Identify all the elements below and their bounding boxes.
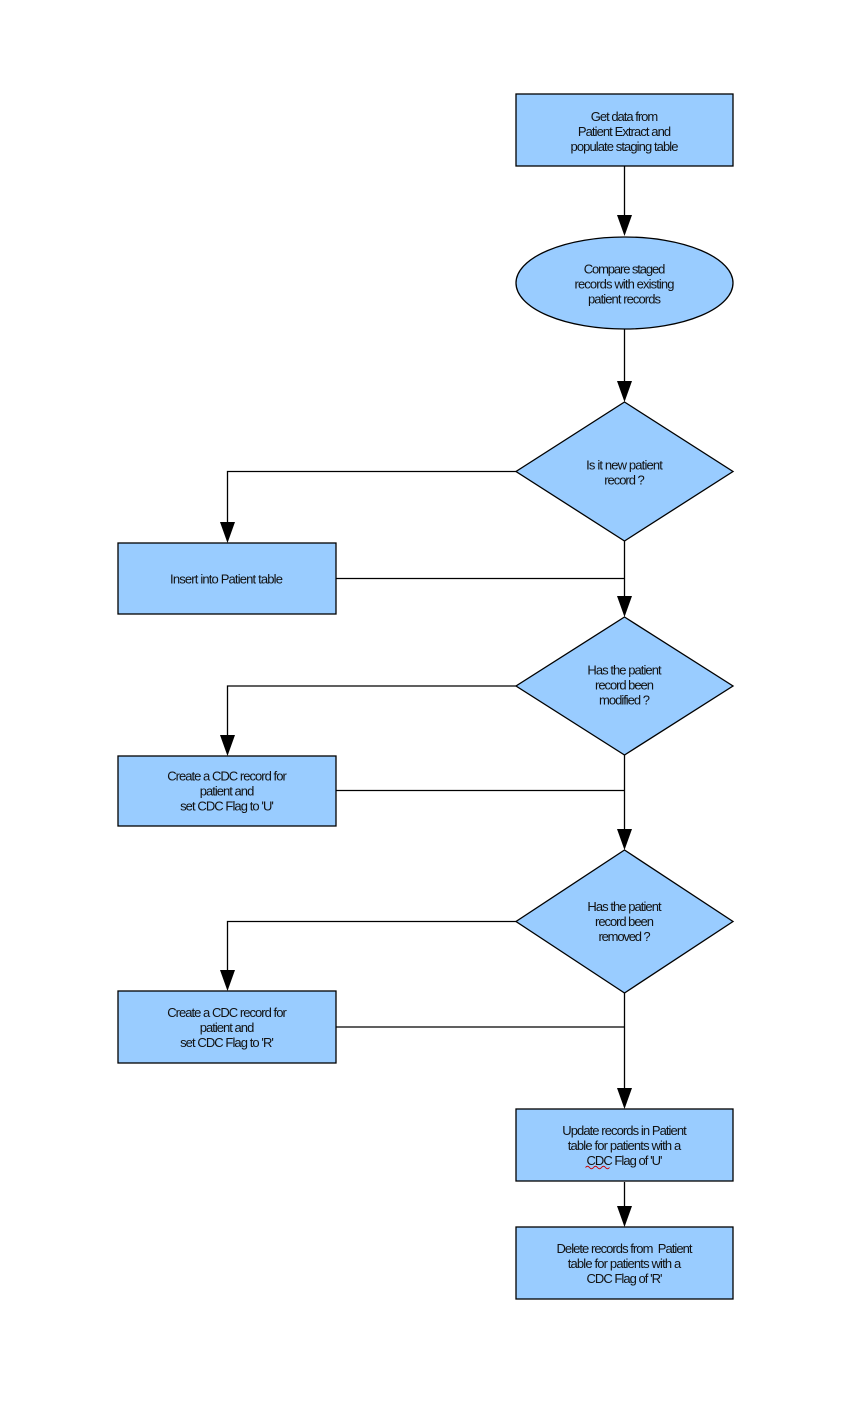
svg-text:Delete records from Patient: Delete records from Patient [557,1241,693,1256]
svg-text:record been: record been [595,914,654,929]
svg-text:patient and: patient and [200,784,255,799]
svg-text:CDC Flag of 'U': CDC Flag of 'U' [587,1153,663,1168]
svg-text:CDC Flag of 'R': CDC Flag of 'R' [587,1271,663,1286]
svg-text:record been: record been [595,678,654,693]
svg-text:removed ?: removed ? [598,929,650,944]
svg-text:Update records in Patient: Update records in Patient [562,1123,687,1138]
svg-text:Create a CDC record for: Create a CDC record for [167,769,287,784]
svg-text:populate staging table: populate staging table [571,139,679,154]
svg-text:Is it new patient: Is it new patient [586,458,663,473]
svg-text:modified ?: modified ? [599,693,650,708]
svg-text:Has the patient: Has the patient [587,899,662,914]
svg-text:Create a CDC record for: Create a CDC record for [167,1005,287,1020]
svg-text:record ?: record ? [604,473,645,488]
svg-text:Insert into Patient table: Insert into Patient table [170,572,283,587]
svg-text:records with existing: records with existing [575,277,675,292]
svg-text:patient and: patient and [200,1020,255,1035]
svg-text:Get data from: Get data from [591,109,659,124]
svg-text:table for patients with a: table for patients with a [568,1256,682,1271]
svg-text:patient records: patient records [588,292,662,307]
svg-text:set CDC Flag to 'R': set CDC Flag to 'R' [180,1035,274,1050]
svg-text:set CDC Flag to 'U': set CDC Flag to 'U' [180,799,274,814]
svg-text:Has the patient: Has the patient [587,663,662,678]
svg-text:table for patients with a: table for patients with a [568,1138,682,1153]
svg-text:Patient Extract and: Patient Extract and [578,124,671,139]
svg-text:Compare staged: Compare staged [584,262,666,277]
